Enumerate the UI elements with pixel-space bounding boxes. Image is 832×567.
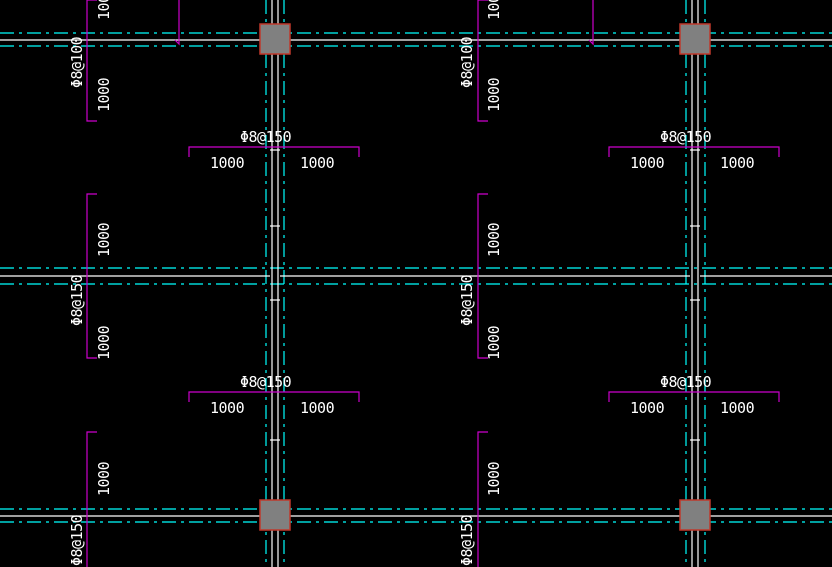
column-top-left[interactable]: [259, 23, 291, 55]
rebar-label: Φ8@150: [68, 274, 86, 326]
dim-label: 1000: [720, 154, 755, 172]
horizontal-axis-lines: [0, 32, 832, 523]
dim-label: 1000: [485, 222, 503, 257]
vertical-axis-lines: [265, 0, 706, 567]
column-bottom-right[interactable]: [679, 499, 711, 531]
rebar-label: Φ8@150: [660, 373, 712, 391]
dim-label: 1000: [630, 154, 665, 172]
horizontal-rebar-brackets: [188, 146, 780, 402]
wall-ticks: [270, 149, 700, 441]
vertical-labels-right: 1000 Φ8@100 1000 1000 Φ8@150 1000 1000 Φ…: [458, 0, 503, 566]
dim-label: 1000: [210, 399, 245, 417]
horizontal-rebar-labels: Φ8@150 1000 1000 Φ8@150 1000 1000 Φ8@150…: [210, 128, 755, 417]
dim-label: 1000: [95, 0, 113, 20]
dim-label: 1000: [485, 461, 503, 496]
rebar-label: Φ8@150: [68, 514, 86, 566]
column-top-right[interactable]: [679, 23, 711, 55]
dim-label: 1000: [485, 0, 503, 20]
vertical-labels-left: 1000 Φ8@100 1000 1000 Φ8@150 1000 1000 Φ…: [68, 0, 113, 566]
vertical-rebar-brackets: [86, 0, 488, 567]
dim-label: 1000: [95, 77, 113, 112]
rebar-label: Φ8@150: [458, 514, 476, 566]
dim-label: 1000: [95, 325, 113, 360]
leader-hooks: [174, 0, 594, 46]
rebar-label: Φ8@150: [660, 128, 712, 146]
dim-label: 1000: [485, 325, 503, 360]
rebar-label: Φ8@100: [458, 36, 476, 88]
dim-label: 1000: [95, 461, 113, 496]
dim-label: 1000: [300, 399, 335, 417]
dim-label: 1000: [95, 222, 113, 257]
rebar-label: Φ8@150: [458, 274, 476, 326]
dim-label: 1000: [300, 154, 335, 172]
dim-label: 1000: [485, 77, 503, 112]
dim-label: 1000: [630, 399, 665, 417]
rebar-label: Φ8@150: [240, 128, 292, 146]
dim-label: 1000: [210, 154, 245, 172]
rebar-label: Φ8@150: [240, 373, 292, 391]
columns: [259, 23, 711, 531]
column-bottom-left[interactable]: [259, 499, 291, 531]
dim-label: 1000: [720, 399, 755, 417]
rebar-label: Φ8@100: [68, 36, 86, 88]
